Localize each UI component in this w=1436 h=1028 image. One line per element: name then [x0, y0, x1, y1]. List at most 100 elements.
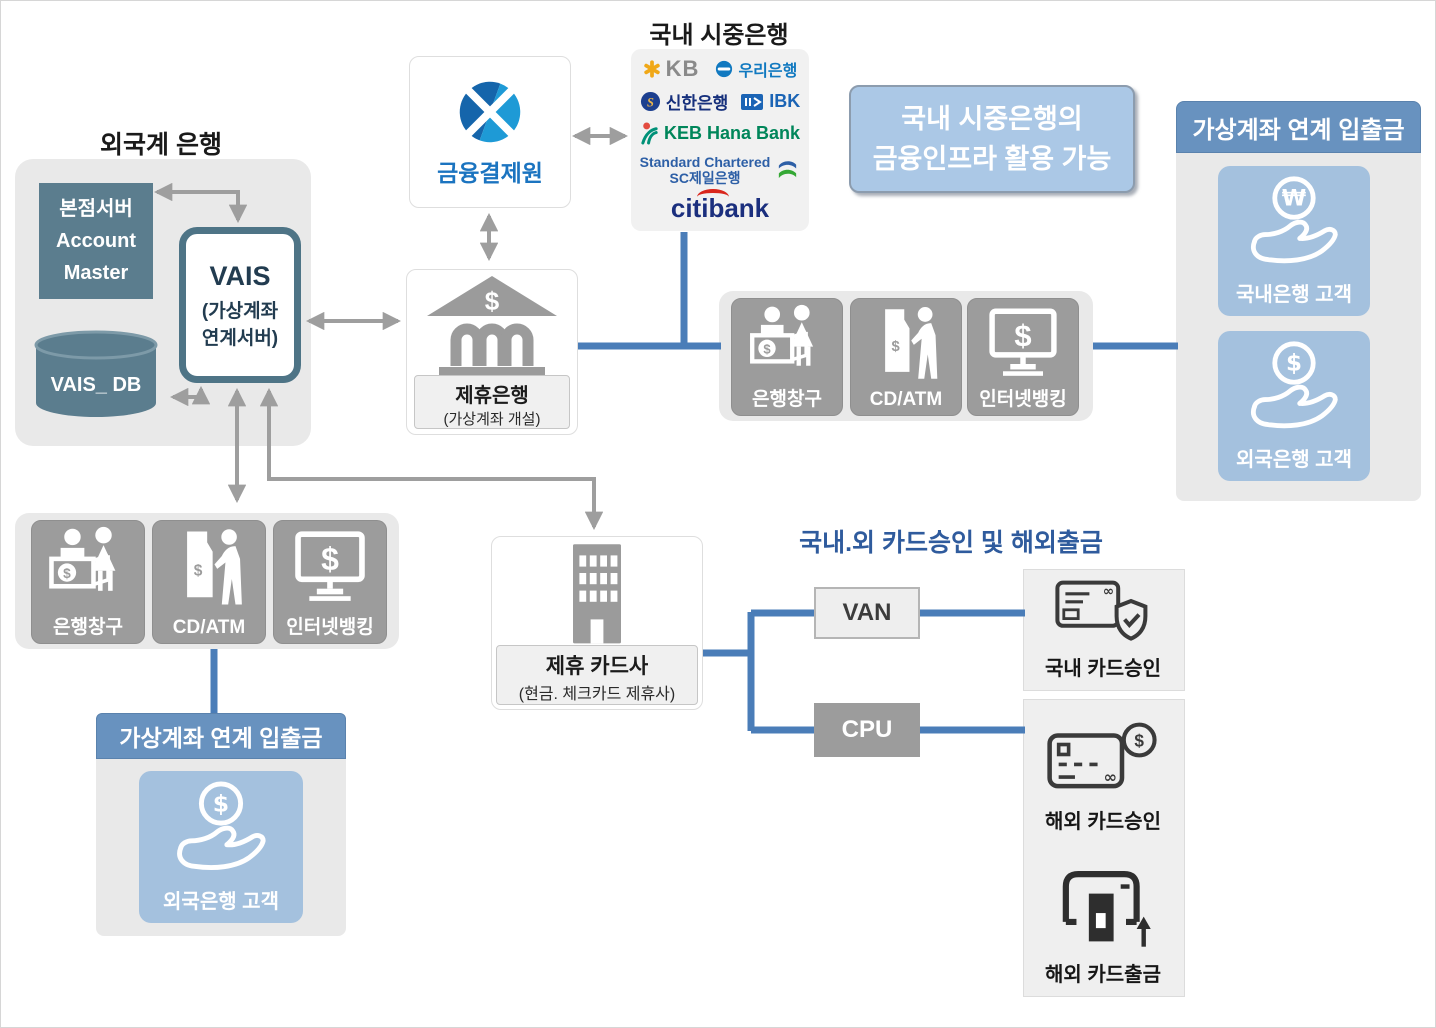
bank-logo-list: KB 우리은행 S 신한은행 IBK KEB H	[631, 49, 809, 231]
database-icon: VAIS_ DB	[34, 330, 158, 417]
svg-text:S: S	[647, 96, 654, 110]
foreign-customer-tile-left: $ 외국은행 고객	[139, 771, 303, 923]
svg-text:$: $	[1014, 318, 1031, 353]
foreign-customer-label-right: 외국은행 고객	[1236, 449, 1352, 471]
foreign-customer-label-left: 외국은행 고객	[163, 891, 279, 913]
internet-banking-icon: $	[295, 531, 365, 601]
va-left-header: 가상계좌 연계 입출금	[96, 713, 346, 759]
won-coin-hand-icon: ₩	[1251, 176, 1338, 264]
card-company-box: 제휴 카드사 (현금. 체크카드 제휴사)	[491, 536, 703, 710]
card-company-subtitle: (현금. 체크카드 제휴사)	[518, 686, 676, 703]
vais-sub1: (가상계좌	[201, 300, 279, 322]
cpu-box: CPU	[814, 703, 920, 757]
vais-db-label: VAIS_ DB	[51, 374, 142, 396]
van-box: VAN	[814, 587, 920, 639]
infra-callout: 국내 시중은행의 금융인프라 활용 가능	[849, 85, 1135, 193]
domestic-banks-title: 국내 시중은행	[649, 22, 789, 49]
partner-bank-box: $ 제휴은행 (가상계좌 개설)	[406, 269, 578, 435]
partner-bank-subtitle: (가상계좌 개설)	[443, 411, 541, 428]
teller-counter-icon: $	[750, 304, 814, 366]
office-building-icon	[573, 544, 621, 644]
partner-bank-title: 제휴은행	[455, 385, 529, 407]
svg-text:$: $	[485, 286, 500, 316]
teller-counter-icon: $	[49, 526, 116, 591]
head-office-server-line1: 본점서버	[59, 198, 133, 220]
mid-atm-label: CD/ATM	[869, 389, 943, 410]
internet-banking-icon: $	[989, 308, 1057, 376]
svg-text:∞: ∞	[1103, 583, 1114, 599]
keb-label: KEB Hana Bank	[663, 123, 801, 144]
domestic-approval-label: 국내 카드승인	[1045, 658, 1161, 680]
callout-line1: 국내 시중은행의	[901, 103, 1083, 134]
overseas-panel	[1023, 699, 1185, 997]
overseas-withdrawal-label: 해외 카드출금	[1045, 964, 1161, 986]
svg-text:$: $	[321, 541, 339, 577]
foreign-bank-title: 외국계 은행	[100, 131, 222, 159]
head-office-server-line2: Account	[56, 230, 136, 252]
domestic-approval-content: ∞ 국내 카드승인	[1023, 569, 1183, 689]
shinhan-logo-icon: S	[640, 92, 660, 112]
partner-bank-label-box: 제휴은행 (가상계좌 개설)	[414, 375, 570, 429]
card-company-title: 제휴 카드사	[545, 655, 649, 678]
overseas-approval-label: 해외 카드승인	[1045, 811, 1161, 833]
svg-text:∞: ∞	[1103, 768, 1117, 787]
vais-server-box: VAIS (가상계좌 연계서버)	[179, 227, 301, 383]
shinhan-label: 신한은행	[665, 94, 729, 114]
callout-line2: 금융인프라 활용 가능	[872, 144, 1112, 174]
keb-hana-logo-icon	[641, 122, 658, 145]
woori-label: 우리은행	[738, 63, 798, 81]
svg-text:$: $	[1134, 730, 1144, 750]
bank-row-citibank: citibank	[631, 188, 809, 224]
kftc-box: 금융결제원	[409, 56, 571, 208]
vais-sub2: 연계서버)	[201, 327, 279, 349]
dollar-symbol: $	[213, 789, 229, 817]
kftc-logo-icon	[459, 81, 521, 143]
kb-logo-icon	[643, 60, 660, 78]
sc-logo-icon	[779, 161, 797, 179]
mid-internet-label: 인터넷뱅킹	[979, 389, 1067, 410]
foreign-customer-tile-right: $ 외국은행 고객	[1218, 331, 1370, 481]
vais-db-cylinder: VAIS_ DB	[33, 329, 159, 421]
svg-text:$: $	[194, 562, 203, 579]
dollar-symbol: $	[1286, 351, 1302, 377]
va-right-header: 가상계좌 연계 입출금	[1176, 101, 1421, 153]
cd-atm-icon: $	[885, 307, 938, 379]
cd-atm-icon: $	[187, 529, 242, 605]
head-office-server-line3: Master	[63, 262, 129, 284]
bank-row-sc: Standard Chartered SC제일은행	[631, 154, 809, 186]
sc-label-line1: Standard Chartered	[639, 153, 771, 170]
card-company-label-box: 제휴 카드사 (현금. 체크카드 제휴사)	[496, 645, 698, 705]
dollar-coin-hand-icon: $	[177, 781, 266, 870]
card-dollar-icon: ∞ $	[1047, 722, 1157, 789]
low-teller-tile: $ 은행창구	[31, 520, 145, 644]
ibk-logo-icon	[741, 93, 764, 110]
bank-row-kb-woori: KB 우리은행	[631, 56, 809, 82]
won-symbol: ₩	[1282, 186, 1307, 212]
domestic-approval-box	[1023, 569, 1185, 691]
mid-atm-tile: $ CD/ATM	[850, 298, 962, 416]
overseas-content: ∞ $ 해외 카드승인 해외 카드출금	[1023, 699, 1183, 995]
citibank-arc-icon	[696, 188, 729, 205]
svg-text:$: $	[891, 339, 899, 355]
sc-label-line2: SC제일은행	[669, 169, 741, 186]
card-flow-title: 국내.외 카드승인 및 해외출금	[799, 529, 1103, 557]
mid-internet-tile: $ 인터넷뱅킹	[967, 298, 1079, 416]
low-atm-tile: $ CD/ATM	[152, 520, 266, 644]
atm-withdrawal-icon	[1062, 871, 1151, 947]
vais-title: VAIS	[209, 260, 271, 291]
svg-text:$: $	[63, 566, 71, 581]
bank-building-icon: $	[427, 276, 557, 377]
mid-teller-label: 은행창구	[752, 389, 822, 410]
dollar-coin-hand-icon: $	[1251, 341, 1338, 429]
domestic-customer-label: 국내은행 고객	[1236, 284, 1352, 306]
ibk-label: IBK	[769, 91, 801, 112]
bank-row-shinhan-ibk: S 신한은행 IBK	[631, 89, 809, 114]
woori-logo-icon	[716, 61, 733, 78]
bank-row-keb: KEB Hana Bank	[631, 121, 809, 146]
card-shield-check-icon: ∞	[1055, 580, 1148, 641]
domestic-customer-tile: ₩ 국내은행 고객	[1218, 166, 1370, 316]
svg-text:$: $	[763, 342, 771, 357]
low-internet-label: 인터넷뱅킹	[286, 617, 374, 638]
kb-label: KB	[665, 56, 700, 82]
